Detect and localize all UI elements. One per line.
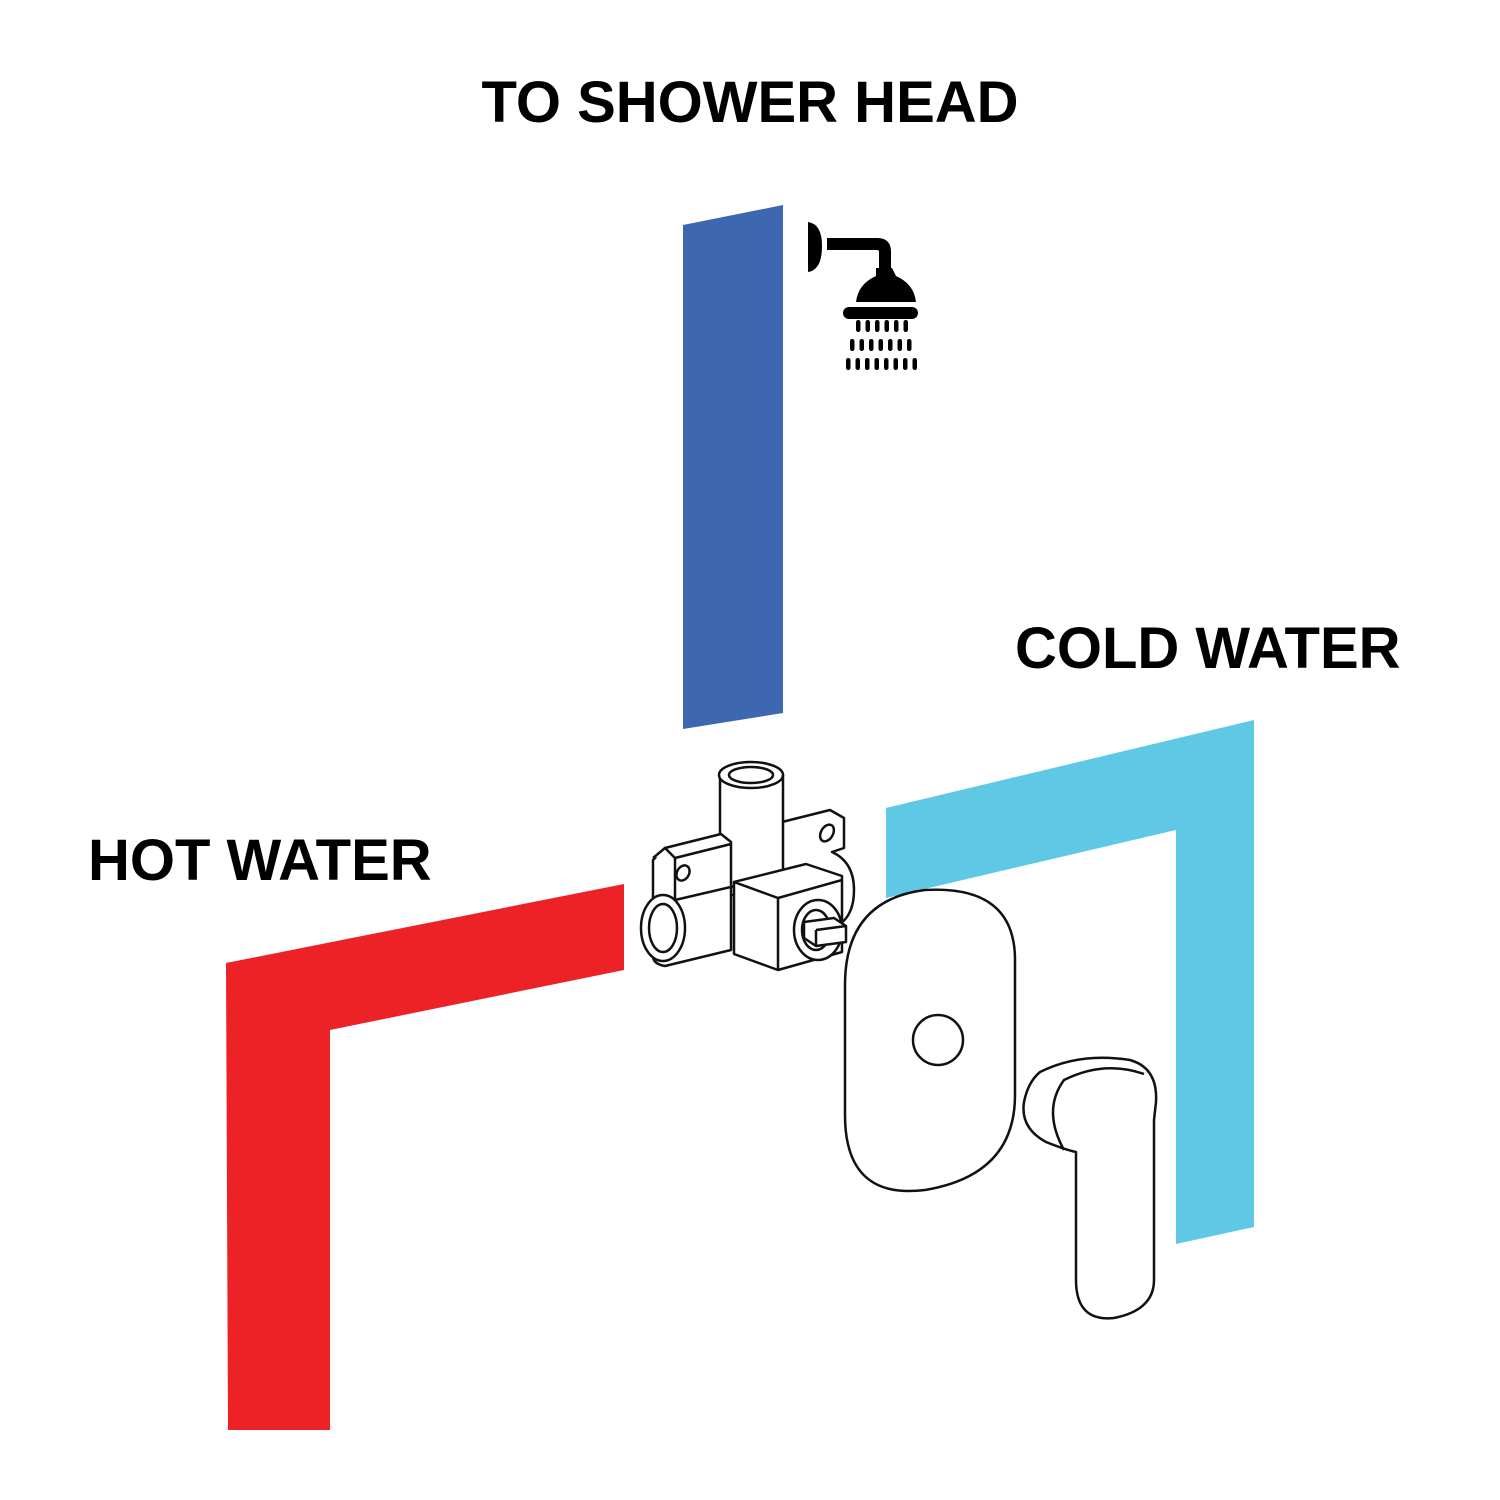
water-drop	[903, 320, 908, 332]
water-drop	[875, 320, 880, 332]
water-drop	[856, 320, 861, 332]
water-drop	[878, 339, 883, 351]
diverter-valve-body	[639, 760, 856, 972]
hot-water-pipe	[226, 884, 624, 1430]
water-drop	[894, 320, 899, 332]
shower-head-icon	[808, 222, 918, 370]
water-drop	[874, 358, 879, 370]
water-drop	[903, 358, 908, 370]
water-drop	[893, 358, 898, 370]
water-drop	[855, 358, 860, 370]
water-drop	[884, 320, 889, 332]
water-drop	[850, 339, 855, 351]
label-cold-water: COLD WATER	[1015, 616, 1401, 681]
water-drop	[846, 358, 851, 370]
water-drop	[912, 358, 917, 370]
water-drop	[897, 339, 902, 351]
label-hot-water: HOT WATER	[88, 828, 432, 893]
lever-handle	[1022, 1056, 1158, 1320]
water-drop	[884, 358, 889, 370]
water-drop	[888, 339, 893, 351]
water-drop	[859, 339, 864, 351]
diverter-knob	[911, 1013, 965, 1067]
water-drop	[869, 339, 874, 351]
shower-outlet-pipe	[683, 205, 783, 729]
water-drop	[865, 358, 870, 370]
label-to-shower-head: TO SHOWER HEAD	[481, 70, 1018, 135]
cold-water-pipe	[886, 720, 1254, 1244]
water-drop	[907, 339, 912, 351]
water-drop	[865, 320, 870, 332]
